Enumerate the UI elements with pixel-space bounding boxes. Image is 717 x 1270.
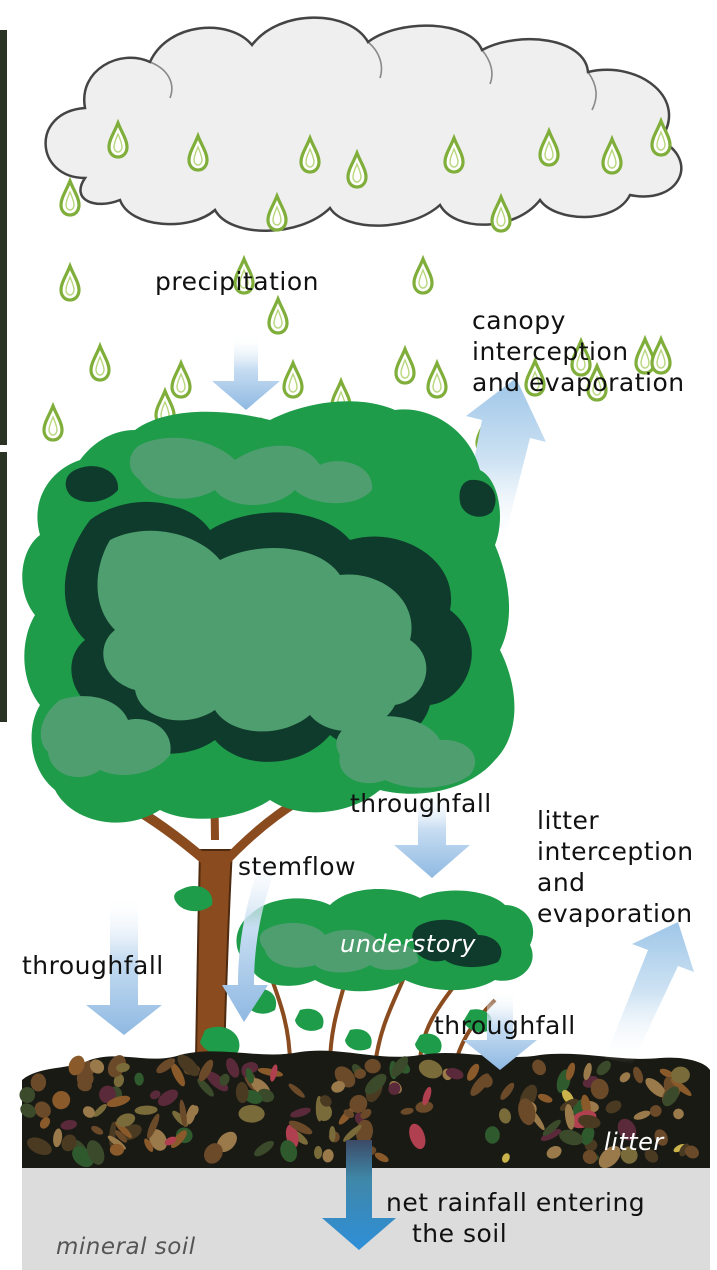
litter-label-line2: interception — [537, 836, 694, 867]
litter-label-line3: and — [537, 867, 694, 898]
throughfall-top-label: throughfall — [350, 788, 492, 819]
mineral-soil-label: mineral soil — [56, 1232, 196, 1263]
net-rainfall-label: net rainfall entering the soil — [386, 1187, 645, 1249]
raindrop-icon — [172, 363, 190, 397]
throughfall-left-label: throughfall — [22, 950, 164, 981]
arrow-up-icon — [605, 922, 694, 1064]
raindrop-icon — [428, 363, 446, 397]
canopy-interception-label: canopy interception and evaporation — [472, 305, 685, 398]
raindrop-icon — [61, 266, 79, 300]
raindrop-icon — [269, 299, 287, 333]
raindrop-icon — [396, 349, 414, 383]
understory-label: understory — [340, 929, 476, 960]
arrow-down-icon — [212, 335, 280, 410]
canopy-label-line3: and evaporation — [472, 367, 685, 398]
canopy-label-line2: interception — [472, 336, 685, 367]
canopy-label-line1: canopy — [472, 305, 685, 336]
raindrop-icon — [44, 406, 62, 440]
net-rainfall-line2: the soil — [386, 1218, 645, 1249]
litter-interception-label: litter interception and evaporation — [537, 805, 694, 929]
cloud-icon — [46, 18, 682, 231]
stemflow-label: stemflow — [238, 851, 356, 882]
litter-label-line4: evaporation — [537, 898, 694, 929]
litter-label-line1: litter — [537, 805, 694, 836]
raindrop-icon — [61, 181, 79, 215]
precipitation-label: precipitation — [155, 266, 319, 297]
raindrop-icon — [284, 363, 302, 397]
raindrop-icon — [91, 346, 109, 380]
litter-label: litter — [604, 1127, 664, 1158]
net-rainfall-line1: net rainfall entering — [386, 1187, 645, 1218]
throughfall-right-label: throughfall — [434, 1010, 576, 1041]
raindrop-icon — [414, 259, 432, 293]
